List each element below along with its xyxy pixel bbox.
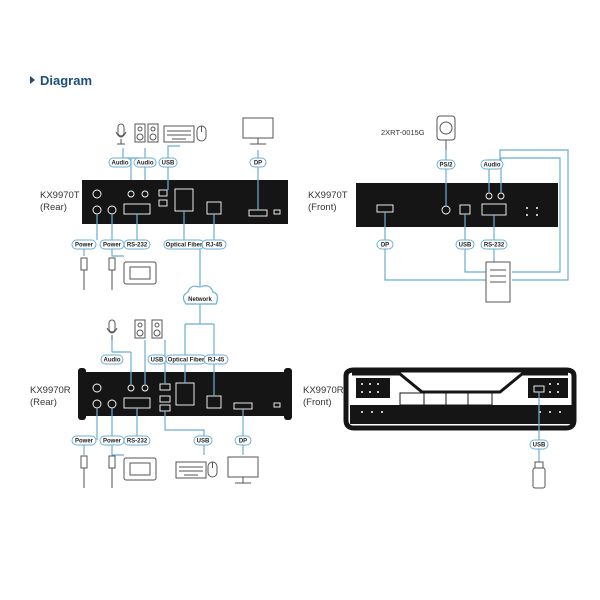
tx-rear-rj45-tag (201, 239, 227, 250)
mouse-icon (196, 125, 207, 142)
cloud-icon (182, 285, 219, 305)
rx-rear-power-1-tag (71, 435, 97, 446)
rx-rear-usb-bottom-label: USB (197, 439, 210, 445)
rx-rear-rs232-label: RS-232 (127, 439, 148, 445)
tx-rear-optical-fiber-label: Optical Fiber (166, 243, 203, 249)
diagram-title: Diagram (40, 73, 92, 88)
microphone-icon (115, 123, 127, 145)
rx-rear-rj45-label: RJ-45 (208, 358, 225, 364)
adapter-label: 2XRT-0015G (381, 128, 425, 137)
tx-front-audio-tag (480, 159, 504, 170)
tx-front-rs232-label: RS-232 (484, 243, 505, 249)
rx-front-usb-label: USB (533, 443, 546, 449)
rx-rear-power-2-label: Power (103, 439, 122, 445)
power-plug-icon (80, 455, 116, 488)
serial-device-icon (123, 457, 157, 481)
rx-rear-ports (92, 382, 281, 412)
label-tx-rear: KX9970T (Rear) (40, 190, 82, 213)
tx-front-usb-tag (455, 239, 475, 250)
tx-rear-dp-label: DP (254, 161, 262, 167)
tx-rear-usb-label: USB (162, 161, 175, 167)
keyboard-icon (175, 461, 207, 479)
rx-front-usb-tag (529, 439, 549, 450)
keyboard-icon (163, 125, 195, 143)
tx-rear-power-2-label: Power (103, 243, 122, 249)
usb-stick-icon (532, 461, 546, 489)
serial-device-icon (123, 261, 157, 285)
tx-front-dp-label: DP (381, 243, 389, 249)
tx-front-dp-tag (376, 239, 394, 250)
tx-rear-rs232-tag (123, 239, 151, 250)
microphone-icon (106, 319, 118, 340)
mouse-icon (207, 461, 218, 478)
tx-rear-audio-1-tag (108, 157, 132, 168)
rx-rear-dp-tag (234, 435, 252, 446)
rx-front-unit (343, 367, 577, 431)
rx-rear-audio-label: Audio (104, 358, 121, 364)
tx-front-rs232-tag (480, 239, 508, 250)
rx-rear-usb-bottom-tag (193, 435, 213, 446)
tx-front-usb-label: USB (459, 243, 472, 249)
tx-rear-dp-tag (249, 157, 267, 168)
tx-front-ps2-tag (436, 159, 456, 170)
ps2-adapter-icon (436, 115, 456, 150)
label-rx-rear: KX9970R (Rear) (30, 385, 73, 408)
speaker-icon (134, 319, 146, 339)
network-to-rx-wire (185, 304, 214, 325)
label-rx-front: KX9970R (Front) (303, 385, 346, 408)
pc-tower-icon (485, 261, 511, 303)
monitor-icon (227, 456, 259, 484)
tx-front-bottom-wires (384, 212, 495, 281)
usb-device-icon (151, 319, 163, 339)
rx-rear-optical-fiber-label: Optical Fiber (168, 358, 205, 364)
arrow-right-icon (30, 76, 35, 84)
tx-rear-usb-tag (158, 157, 178, 168)
rx-rear-usb-top-label: USB (151, 358, 164, 364)
monitor-icon (242, 117, 274, 145)
tx-rear-rs232-label: RS-232 (127, 243, 148, 249)
tx-rear-audio-2-label: Audio (137, 161, 154, 167)
network-label: Network (188, 297, 212, 303)
rx-rear-power-1-label: Power (75, 439, 94, 445)
tx-rear-audio-1-label: Audio (112, 161, 129, 167)
tx-rear-unit (82, 180, 288, 224)
power-plug-icon (80, 257, 116, 290)
tx-rear-audio-2-tag (133, 157, 157, 168)
rx-rear-dp-label: DP (239, 439, 247, 445)
tx-front-audio-label: Audio (484, 163, 501, 169)
label-tx-front: KX9970T (Front) (308, 190, 350, 213)
rx-rear-audio-tag (100, 354, 124, 365)
tx-rear-rj45-label: RJ-45 (206, 243, 223, 249)
rx-rear-rj45-tag (203, 354, 229, 365)
tx-front-ps2-label: PS/2 (439, 163, 453, 169)
tx-rear-power-1-tag (71, 239, 97, 250)
rx-rear-unit (80, 372, 290, 416)
rx-rear-rs232-tag (123, 435, 151, 446)
speaker-icon (134, 123, 159, 143)
tx-rear-power-1-label: Power (75, 243, 94, 249)
